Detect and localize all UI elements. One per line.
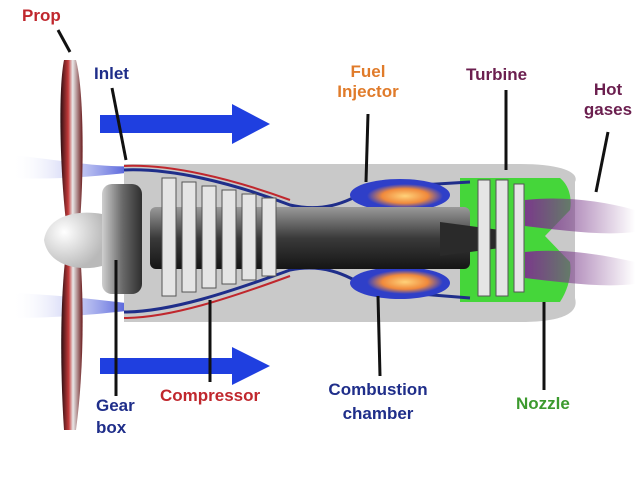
exhaust-gas-bottom [525,250,635,286]
spinner [44,212,102,269]
label-combustion-chamber-line2: chamber [342,404,414,423]
label-fuel-injector-line2: Injector [337,82,399,101]
airflow-arrow-top [100,104,270,144]
pointer-combustion-chamber [376,295,382,377]
main-shaft [150,207,470,269]
label-fuel-injector-line1: Fuel [350,62,386,81]
flow-line-top-red [123,164,291,201]
label-hot-gases: Hot gases [578,80,638,120]
label-gear-box-line2: box [96,418,127,437]
prop-blade-top [60,60,83,222]
label-nozzle: Nozzle [516,394,570,413]
label-fuel-injector: Fuel Injector [322,62,414,102]
flame-bottom [367,270,443,294]
label-combustion-chamber: Combustion chamber [316,380,440,424]
label-compressor: Compressor [160,386,261,405]
label-prop: Prop [22,6,61,25]
flow-line-top [123,168,471,210]
pointer-inlet [110,87,128,161]
pointer-prop [56,29,72,53]
label-gear-box: Gear box [96,396,135,438]
gearbox [102,184,142,294]
pointer-hot-gases [594,131,610,193]
flame-top [367,184,443,208]
label-hot-gases-line2: gases [583,100,633,119]
label-turbine: Turbine [466,65,528,84]
label-inlet: Inlet [94,64,129,83]
label-hot-gases-line1: Hot [593,80,623,99]
compressor-stages [161,177,277,297]
flow-line-bottom [123,266,471,314]
pointer-fuel-injector [364,113,370,183]
exhaust-gas-top [525,198,635,234]
label-gear-box-line1: Gear [96,396,135,415]
label-combustion-chamber-line1: Combustion [328,380,428,399]
prop-blade-bottom [61,252,83,430]
airflow-arrow-bottom [100,347,270,385]
turbine-stages [477,179,525,297]
flow-line-bottom-red [123,275,291,319]
